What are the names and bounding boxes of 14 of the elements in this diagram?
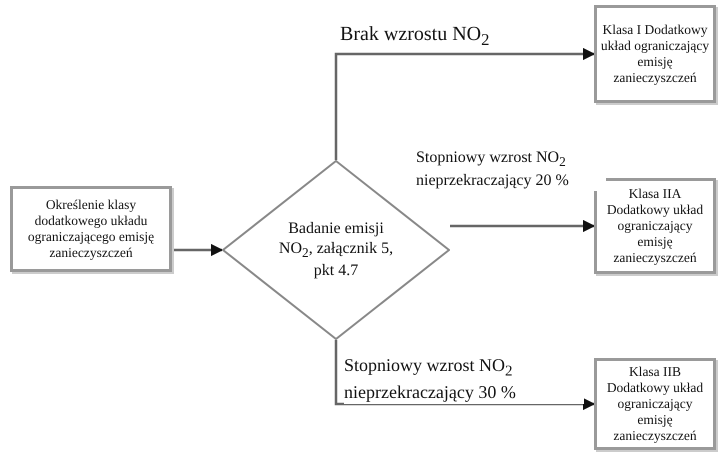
node-text: Klasa IIA Dodatkowy układ ograniczający emisję zanieczyszczeń: [606, 186, 704, 266]
process-box: [594, 358, 716, 450]
process-box: [10, 186, 172, 272]
process-box: [594, 5, 716, 103]
node-text: Klasa I Dodatkowy układ ograniczający emisję zanieczyszczeń: [600, 22, 710, 86]
node-text: Klasa IIB Dodatkowy układ ograniczający emisję zanieczyszczeń: [606, 364, 704, 444]
edge-label: Stopniowy wzrost NO$_{2}$ nieprzekraczający 20 %: [416, 148, 606, 191]
process-box: [594, 178, 716, 274]
node-text: Określenie klasy dodatkowego układu ograniczającego emisję zanieczyszczeń: [26, 196, 156, 262]
arrow: [334, 48, 596, 160]
arrow: [334, 340, 596, 410]
node-text: Badanie emisji NO$_{2}$, załącznik 5, pkt 4.7: [278, 218, 394, 282]
arrow: [172, 244, 224, 256]
arrow: [450, 220, 596, 232]
